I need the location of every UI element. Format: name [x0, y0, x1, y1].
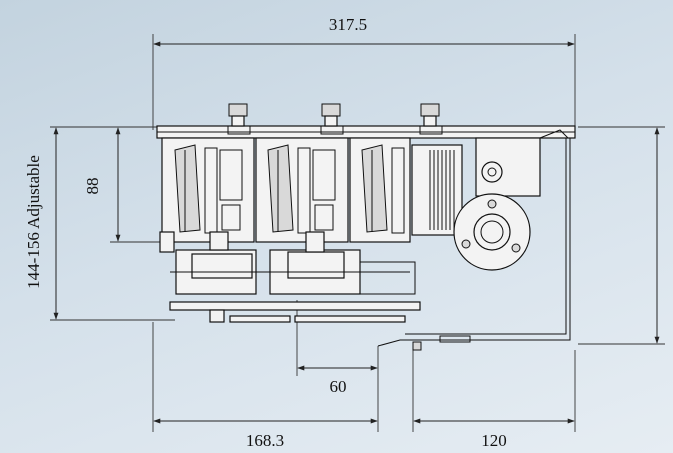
roller-assembly-2: [255, 137, 349, 243]
label-right-width: 120: [481, 431, 507, 450]
gear-section: [411, 137, 541, 236]
dim-offset: 60: [296, 300, 378, 396]
dim-right-height: 169: [578, 126, 673, 345]
dim-left-width: 168.3: [152, 322, 379, 450]
top-bolts: [227, 103, 443, 135]
lower-blocks: [159, 231, 416, 295]
dim-overall-width: 317.5: [152, 15, 576, 130]
label-overall-width: 317.5: [329, 15, 367, 34]
connectors: [412, 129, 569, 351]
right-housing-edge: [377, 137, 571, 347]
dim-inner-height: 88: [83, 126, 172, 243]
dim-adjustable-height: 144-156 Adjustable: [24, 126, 175, 321]
mechanism: [156, 103, 576, 351]
roller-assembly-1: [161, 137, 255, 243]
label-left-width: 168.3: [246, 431, 284, 450]
motor-wheel: [453, 193, 531, 271]
roller-assembly-3: [349, 137, 411, 243]
lower-plate: [169, 301, 421, 311]
label-inner-height: 88: [83, 178, 102, 195]
label-adjustable-height: 144-156 Adjustable: [24, 155, 43, 289]
small-pulley: [481, 161, 503, 183]
dim-right-width: 120: [412, 346, 576, 450]
label-offset: 60: [330, 377, 347, 396]
